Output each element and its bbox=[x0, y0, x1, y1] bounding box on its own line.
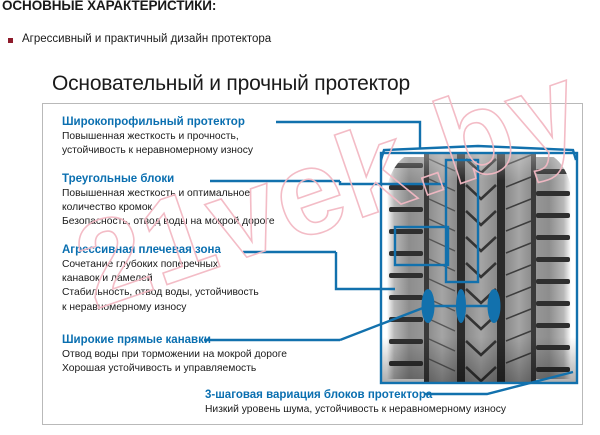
callout-line: Повышенная жесткость и оптимальное bbox=[62, 188, 251, 199]
callout-line: устойчивость к неравномерному износу bbox=[62, 145, 253, 157]
callout-heading: Агрессивная плечевая зона bbox=[62, 244, 221, 256]
callout-heading: Треугольные блоки bbox=[62, 173, 175, 185]
callout-line: к неравномерному износу bbox=[62, 301, 187, 313]
callout-three-step-block-variation: 3-шаговая вариация блоков протектора Низ… bbox=[205, 388, 506, 417]
tire-tread-image bbox=[381, 153, 577, 383]
square-bullet-icon bbox=[8, 38, 13, 43]
callout-line: Стабильность, отвод воды, устойчивость bbox=[62, 287, 259, 299]
callout-line: Безопасность, отвод воды на мокрой дорог… bbox=[62, 216, 275, 228]
callout-line: количество кромок bbox=[62, 202, 153, 214]
callout-line: Хорошая устойчивость и управляемость bbox=[62, 363, 257, 375]
callout-line: Повышенная жесткость и прочность, bbox=[62, 131, 239, 142]
feature-bullet: Агрессивный и практичный дизайн протекто… bbox=[8, 33, 271, 45]
callout-line: Отвод воды при торможении на мокрой доро… bbox=[62, 349, 287, 360]
callout-heading: Широкие прямые канавки bbox=[62, 334, 211, 346]
callout-line: канавок и ламелей bbox=[62, 273, 153, 285]
callout-triangular-blocks: Треугольные блоки Повышенная жесткость и… bbox=[62, 172, 275, 230]
tire-tread-illustration bbox=[381, 153, 577, 383]
callout-heading: 3-шаговая вариация блоков протектора bbox=[205, 389, 433, 401]
feature-bullet-label: Агрессивный и практичный дизайн протекто… bbox=[22, 33, 272, 45]
callout-wide-straight-grooves: Широкие прямые канавки Отвод воды при то… bbox=[62, 333, 287, 376]
page-title: ОСНОВНЫЕ ХАРАКТЕРИСТИКИ: bbox=[2, 0, 217, 13]
callout-heading: Широкопрофильный протектор bbox=[62, 116, 245, 128]
section-heading: Основательный и прочный протектор bbox=[52, 72, 410, 95]
callout-aggressive-shoulder-zone: Агрессивная плечевая зона Сочетание глуб… bbox=[62, 243, 259, 315]
callout-line: Сочетание глубоких поперечных bbox=[62, 259, 219, 270]
callout-wide-profile-tread: Широкопрофильный протектор Повышенная же… bbox=[62, 115, 253, 158]
callout-line: Низкий уровень шума, устойчивость к нера… bbox=[205, 404, 507, 415]
